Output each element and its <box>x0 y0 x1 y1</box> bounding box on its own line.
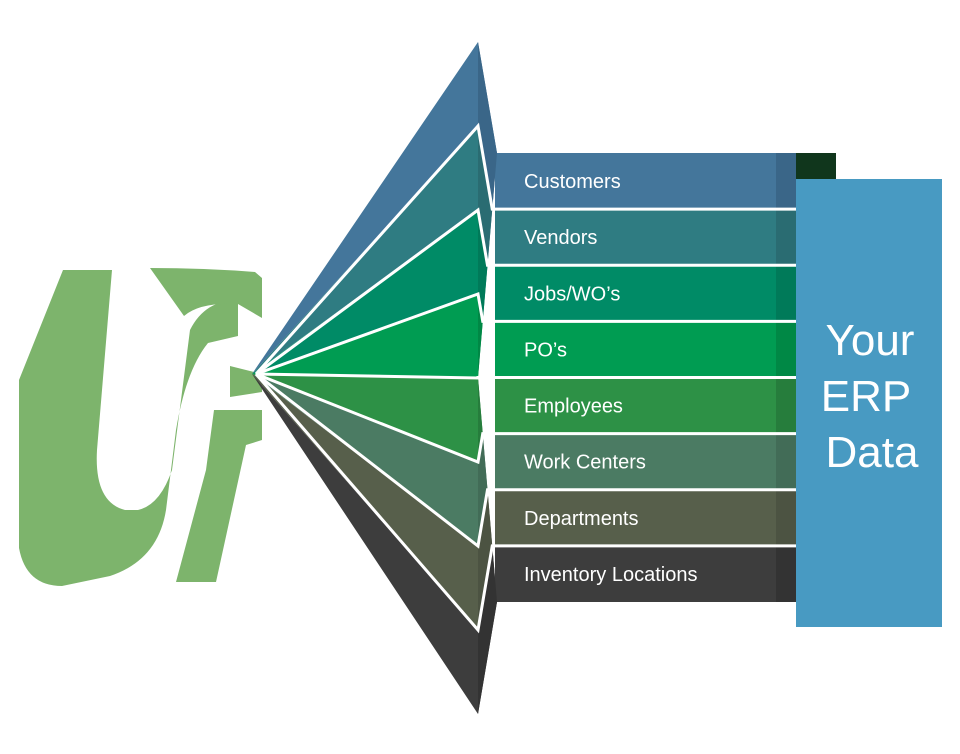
segment-divider <box>255 372 796 549</box>
logo-right-shape <box>150 268 262 582</box>
segment-label: Customers <box>524 171 621 193</box>
funnel-edge-shade <box>478 545 497 714</box>
segment-divider <box>255 291 796 376</box>
bar-shade <box>776 489 796 546</box>
logo-left-shape <box>19 270 238 586</box>
funnel-wedge <box>252 374 497 714</box>
funnel-edge-shade <box>478 377 483 462</box>
funnel-bar <box>495 265 796 322</box>
segment-divider <box>255 372 796 465</box>
erp-title-line-2: ERP <box>821 372 911 421</box>
segment-label: Jobs/WO’s <box>524 283 620 305</box>
bar-shade <box>776 265 796 322</box>
bar-shade <box>776 209 796 266</box>
segment-label: Work Centers <box>524 452 646 474</box>
funnel-wedge <box>252 42 497 374</box>
funnel-edge-shade <box>478 210 488 322</box>
funnel-bar <box>495 209 796 266</box>
funnel-edge-shade <box>478 489 493 630</box>
funnel-bar <box>495 153 796 210</box>
funnel-bar <box>495 489 796 546</box>
segment-label: Departments <box>524 508 639 530</box>
funnel-wedge <box>252 294 483 378</box>
erp-data-box: Your ERP Data <box>796 179 942 627</box>
segment-label: Employees <box>524 396 623 418</box>
erp-title-line-1: Your <box>826 316 915 365</box>
segment-divider <box>255 207 796 376</box>
funnel-bar <box>495 377 796 434</box>
erp-title-line-3: Data <box>826 428 919 477</box>
segment-divider <box>255 372 796 380</box>
funnel-edge-shade <box>478 42 497 210</box>
erp-box-background <box>796 179 942 627</box>
bar-shade <box>776 153 796 210</box>
segment-divider <box>254 373 796 634</box>
bar-shade <box>776 545 796 602</box>
funnel-edge-shade <box>478 433 488 546</box>
funnel: CustomersVendorsJobs/WO’sPO’sEmployeesWo… <box>252 42 836 714</box>
green-logo-mark <box>19 268 262 586</box>
segment-divider <box>254 122 796 376</box>
funnel-bar <box>495 321 796 378</box>
segment-label: Vendors <box>524 227 597 249</box>
segment-label: PO’s <box>524 339 567 361</box>
bar-shade <box>776 377 796 434</box>
segment-label: Inventory Locations <box>524 564 697 586</box>
funnel-bar <box>495 433 796 490</box>
bar-shade <box>776 433 796 490</box>
funnel-bar <box>495 545 796 602</box>
bar-shade <box>776 321 796 378</box>
